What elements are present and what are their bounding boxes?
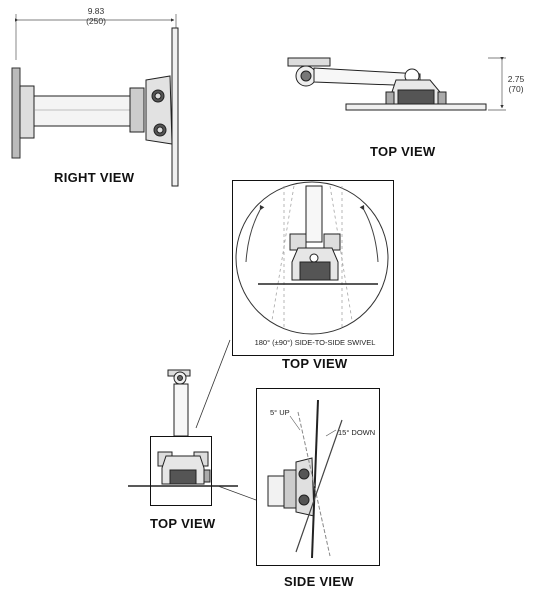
swivel-detail-drawing: [195, 181, 389, 429]
bottom-top-view-frame: [150, 436, 212, 506]
height-dimension: 2.75 (70): [496, 74, 536, 94]
tilt-down-annotation: 15° DOWN: [338, 428, 376, 437]
width-mm: (250): [86, 16, 106, 26]
bottom-top-view-drawing: [128, 369, 257, 501]
top-view-label-3: TOP VIEW: [150, 516, 216, 531]
height-mm: (70): [508, 84, 524, 94]
right-view-label: RIGHT VIEW: [54, 170, 135, 185]
side-view-frame: [256, 388, 380, 566]
width-inches: 9.83: [87, 6, 105, 16]
height-inches: 2.75: [507, 74, 525, 84]
top-view-drawing: [287, 56, 506, 111]
width-dimension: 9.83 (250): [76, 6, 116, 26]
top-view-label-1: TOP VIEW: [370, 144, 436, 159]
tilt-up-annotation: 5° UP: [270, 408, 290, 417]
swivel-annotation: 180° (±90°) SIDE-TO-SIDE SWIVEL: [254, 338, 376, 347]
side-view-label: SIDE VIEW: [284, 574, 354, 589]
top-view-label-2: TOP VIEW: [282, 356, 348, 371]
side-view-drawing: [267, 399, 343, 559]
swivel-detail-frame: [232, 180, 394, 356]
right-view-drawing: [11, 14, 179, 187]
